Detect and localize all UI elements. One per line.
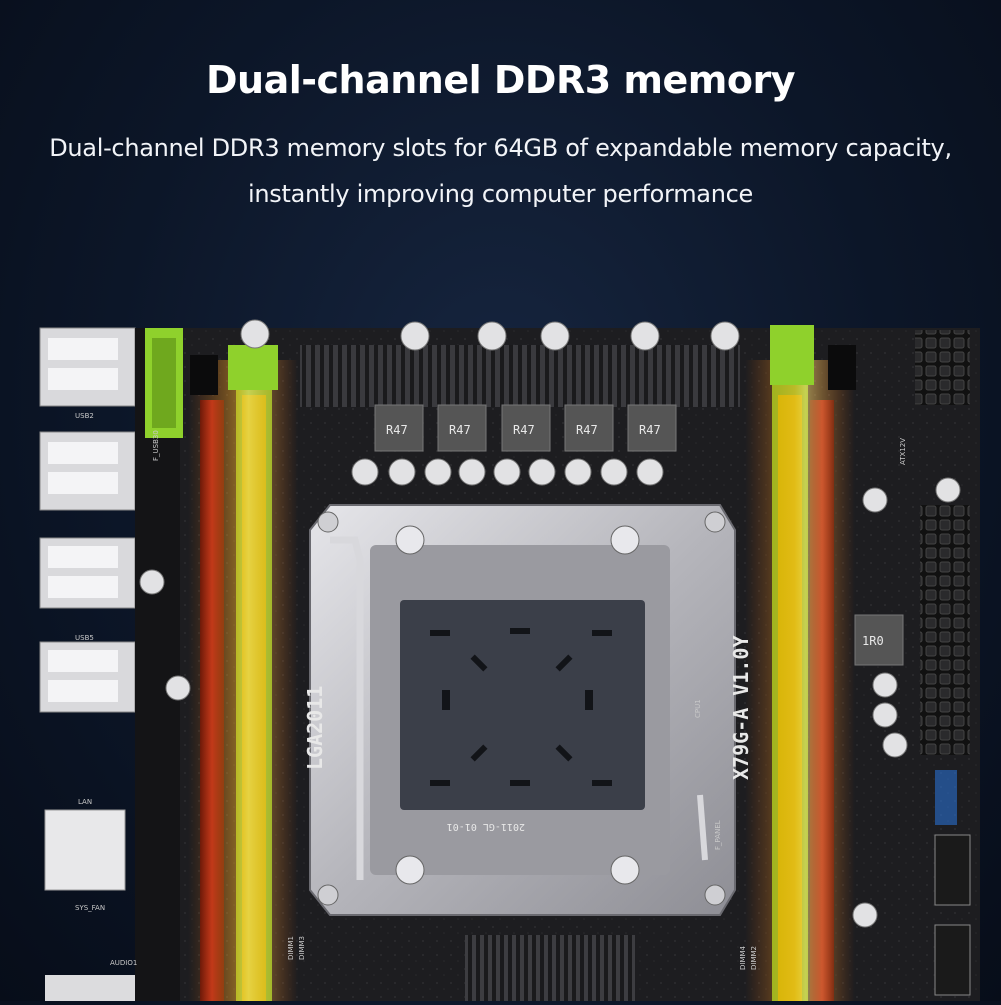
svg-text:R47: R47 xyxy=(513,423,535,437)
cover-text: 2011-GL 01-01 xyxy=(447,821,525,832)
svg-text:R47: R47 xyxy=(386,423,408,437)
dimm-slots-left xyxy=(188,345,298,1005)
dimm-slots-right xyxy=(745,325,855,1005)
svg-text:R47: R47 xyxy=(639,423,661,437)
audio-label: AUDIO1 xyxy=(110,959,137,967)
usb2-label: USB2 xyxy=(75,412,94,420)
vrm-heatsink xyxy=(300,345,740,407)
description-line-1: Dual-channel DDR3 memory slots for 64GB … xyxy=(49,134,952,162)
vrm-inductors: R47 R47 R47 R47 R47 xyxy=(374,404,677,452)
dimm2-label: DIMM2 xyxy=(750,946,758,970)
model-label: X79G-A V1.0Y xyxy=(729,636,753,781)
chipset-heatsink xyxy=(465,935,635,1005)
fan-label: SYS_FAN xyxy=(75,904,105,912)
lan-port xyxy=(44,809,126,891)
dimm1-label: DIMM1 xyxy=(287,936,295,960)
svg-text:R47: R47 xyxy=(576,423,598,437)
socket-cover xyxy=(400,600,645,810)
dimm4-label: DIMM4 xyxy=(739,945,747,970)
svg-text:R47: R47 xyxy=(449,423,471,437)
capacitors-row xyxy=(351,458,664,486)
usb5-label: USB5 xyxy=(75,634,94,642)
power-connectors: 1R0 xyxy=(854,330,971,996)
f-panel-label: F_PANEL xyxy=(714,820,722,850)
dimm3-label: DIMM3 xyxy=(298,936,306,960)
f-usb3-label: F_USB30 xyxy=(152,430,160,461)
page-title: Dual-channel DDR3 memory xyxy=(206,58,796,102)
cpu-socket: 2011-GL 01-01 xyxy=(309,504,736,916)
description-line-2: instantly improving computer performance xyxy=(248,180,753,208)
rear-io-ports xyxy=(39,327,180,1005)
lan-label: LAN xyxy=(78,798,92,806)
socket-label: LGA2011 xyxy=(303,686,327,770)
svg-text:CPU1: CPU1 xyxy=(694,699,702,718)
svg-text:1R0: 1R0 xyxy=(862,634,884,648)
capacitors-top xyxy=(240,319,740,351)
atx12v-label: ATX12V xyxy=(899,438,907,465)
